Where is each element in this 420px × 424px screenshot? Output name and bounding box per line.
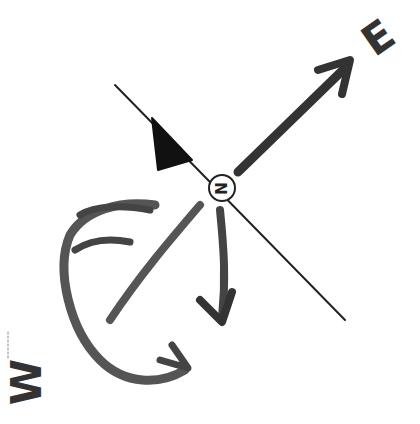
arrow-shaft xyxy=(238,68,345,172)
stroke-top xyxy=(80,207,150,215)
cross-stroke xyxy=(110,205,200,320)
down-arrow xyxy=(220,210,224,318)
arrow-head xyxy=(318,60,350,94)
direction-letter: N xyxy=(215,182,230,195)
compass-circle: N xyxy=(208,174,236,202)
direction-label: E xyxy=(354,13,402,64)
edge-mark xyxy=(8,332,9,360)
curved-arrow xyxy=(64,204,185,380)
flag xyxy=(152,118,192,170)
stroke-mid xyxy=(75,240,130,250)
curve-head xyxy=(160,345,188,368)
down-arrow-head xyxy=(200,292,232,322)
direction-label: W xyxy=(6,359,48,405)
